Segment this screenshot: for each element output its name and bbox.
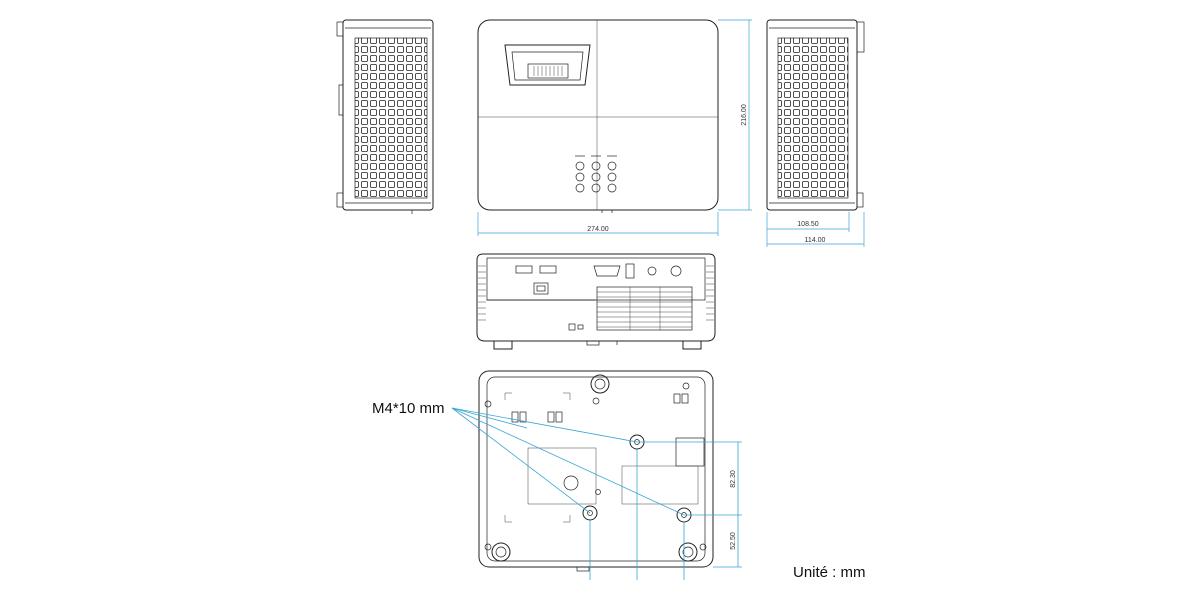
lens-window <box>504 44 591 86</box>
units-label: Unité : mm <box>793 564 866 581</box>
hdmi-port-2 <box>539 265 557 274</box>
left-side-view <box>336 19 434 214</box>
foot-bottom-left <box>491 542 511 562</box>
height-body-dimension: 108.50 <box>797 221 819 228</box>
vent-grill-left <box>355 38 427 198</box>
mount-spacing-dimension: 82.30 <box>730 470 737 488</box>
bottom-view: 82.30 52.50 M4*10 mm <box>372 370 742 580</box>
rear-view <box>476 253 716 350</box>
control-keypad <box>575 155 617 193</box>
foot-top <box>590 374 610 394</box>
hdmi-port-1 <box>515 265 533 274</box>
foot-right <box>682 341 702 350</box>
vent-grill-right <box>778 38 848 198</box>
depth-dimension: 216.00 <box>741 104 748 126</box>
rear-vent <box>596 286 693 331</box>
foot-bottom-right <box>678 542 698 562</box>
width-dimension: 274.00 <box>587 226 609 233</box>
right-side-view: 108.50 114.00 <box>766 19 865 247</box>
foot-left <box>493 341 513 350</box>
power-port <box>670 265 682 277</box>
height-total-dimension: 114.00 <box>805 237 826 244</box>
label-plate <box>527 447 597 505</box>
vga-port <box>593 265 621 277</box>
usb-port <box>625 263 635 279</box>
audio-port <box>647 266 657 276</box>
mount-offset-dimension: 52.50 <box>730 532 737 550</box>
lan-port <box>533 282 549 295</box>
top-view: 274.00 216.00 <box>477 19 752 236</box>
mount-screw-callout: M4*10 mm <box>372 400 445 417</box>
